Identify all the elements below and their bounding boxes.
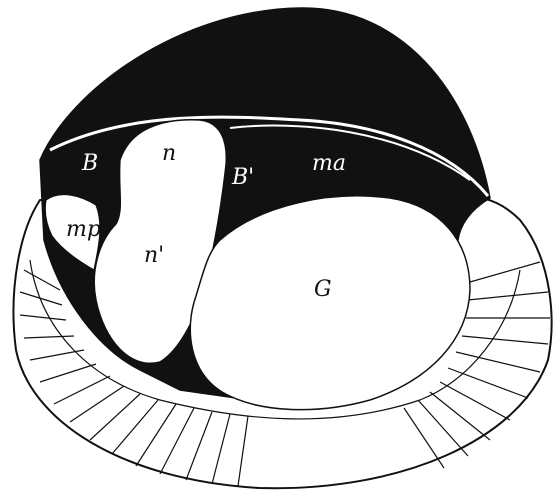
label-n: n (162, 141, 176, 166)
label-ma: ma (312, 151, 346, 176)
label-b-prime: B' (231, 165, 254, 190)
label-b: B (81, 151, 98, 176)
label-n-prime: n' (144, 243, 164, 268)
label-g: G (314, 277, 332, 302)
label-mp: mp (66, 217, 101, 242)
